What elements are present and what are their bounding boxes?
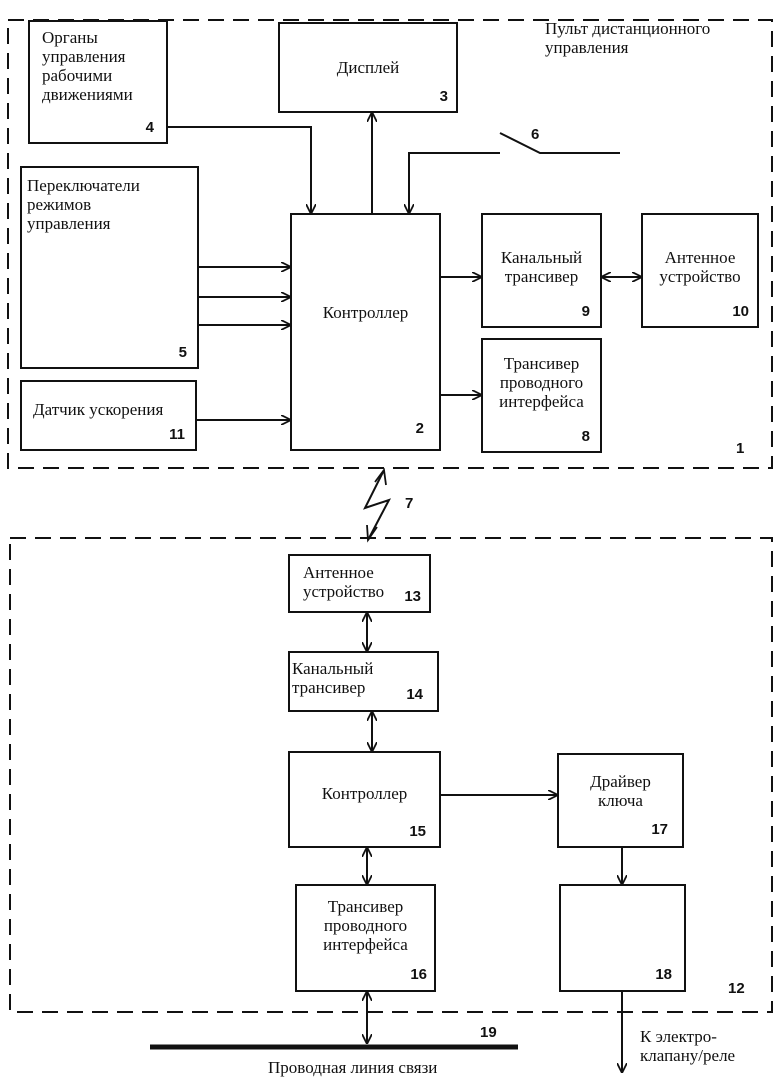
display-label: Дисплей <box>336 58 400 77</box>
display-block: Дисплей 3 <box>278 22 458 113</box>
antenna-label: Антенное устройство <box>659 248 741 286</box>
radio-link-arrow-bottom <box>366 524 378 543</box>
wired-trx-block: Трансивер проводного интерфейса 8 <box>481 338 602 453</box>
rx-channel-trx-number: 14 <box>406 686 423 703</box>
accel-sensor-block: Датчик ускорения 11 <box>20 380 197 451</box>
accel-sensor-number: 11 <box>169 426 185 443</box>
rx-wired-trx-number: 16 <box>410 966 427 983</box>
mode-switches-number: 5 <box>178 344 187 361</box>
wired-line-number: 19 <box>480 1024 497 1041</box>
rx-channel-trx-label: Канальный трансивер <box>292 659 374 697</box>
receiver-enclosure <box>9 537 773 1013</box>
rx-controller-block: Контроллер 15 <box>288 751 441 848</box>
receiver-number: 12 <box>728 980 745 997</box>
rx-antenna-block: Антенное устройство 13 <box>288 554 431 613</box>
rx-controller-number: 15 <box>409 823 426 840</box>
channel-trx-number: 9 <box>581 303 590 320</box>
radio-link-arrow-top <box>374 467 387 486</box>
antenna-number: 10 <box>732 303 749 320</box>
rx-channel-trx-block: Канальный трансивер 14 <box>288 651 439 712</box>
wired-trx-label: Трансивер проводного интерфейса <box>499 354 584 411</box>
display-number: 3 <box>439 88 448 105</box>
controller-number: 2 <box>415 420 424 437</box>
switch6-number: 6 <box>531 126 540 143</box>
key-driver-number: 17 <box>651 821 668 838</box>
antenna-block: Антенное устройство 10 <box>641 213 759 328</box>
mode-switches-block: Переключатели режимов управления 5 <box>20 166 199 369</box>
mode-switches-label: Переключатели режимов управления <box>27 176 140 233</box>
key-block: 18 <box>559 884 686 992</box>
wired-trx-number: 8 <box>581 428 590 445</box>
key-driver-label: Драйвер ключа <box>590 772 651 810</box>
radio-link-zigzag <box>363 469 392 541</box>
arrow-switch6-to-controller <box>409 152 500 213</box>
controller-label: Контроллер <box>322 303 409 322</box>
controller-block: Контроллер 2 <box>290 213 441 451</box>
arrow-controls-to-controller <box>168 126 311 213</box>
channel-trx-block: Канальный трансивер 9 <box>481 213 602 328</box>
key-number: 18 <box>655 966 672 983</box>
rx-antenna-label: Антенное устройство <box>303 563 385 601</box>
controls-number: 4 <box>145 119 154 136</box>
controls-label: Органы управления рабочими движениями <box>42 28 133 104</box>
remote-title: Пульт дистанционного управления <box>545 19 711 57</box>
radio-link-number: 7 <box>405 495 414 512</box>
rx-antenna-number: 13 <box>404 588 421 605</box>
rx-wired-trx-label: Трансивер проводного интерфейса <box>323 897 408 954</box>
channel-trx-label: Канальный трансивер <box>500 248 583 286</box>
rx-wired-trx-block: Трансивер проводного интерфейса 16 <box>295 884 436 992</box>
accel-sensor-label: Датчик ускорения <box>33 400 164 419</box>
controls-block: Органы управления рабочими движениями 4 <box>28 20 168 144</box>
switch-6 <box>499 132 620 154</box>
remote-enclosure <box>7 19 773 469</box>
key-driver-block: Драйвер ключа 17 <box>557 753 684 848</box>
remote-number: 1 <box>736 440 745 457</box>
output-label: К электро- клапану/реле <box>640 1027 736 1065</box>
wired-line-label: Проводная линия связи <box>268 1058 438 1077</box>
rx-controller-label: Контроллер <box>321 784 408 803</box>
